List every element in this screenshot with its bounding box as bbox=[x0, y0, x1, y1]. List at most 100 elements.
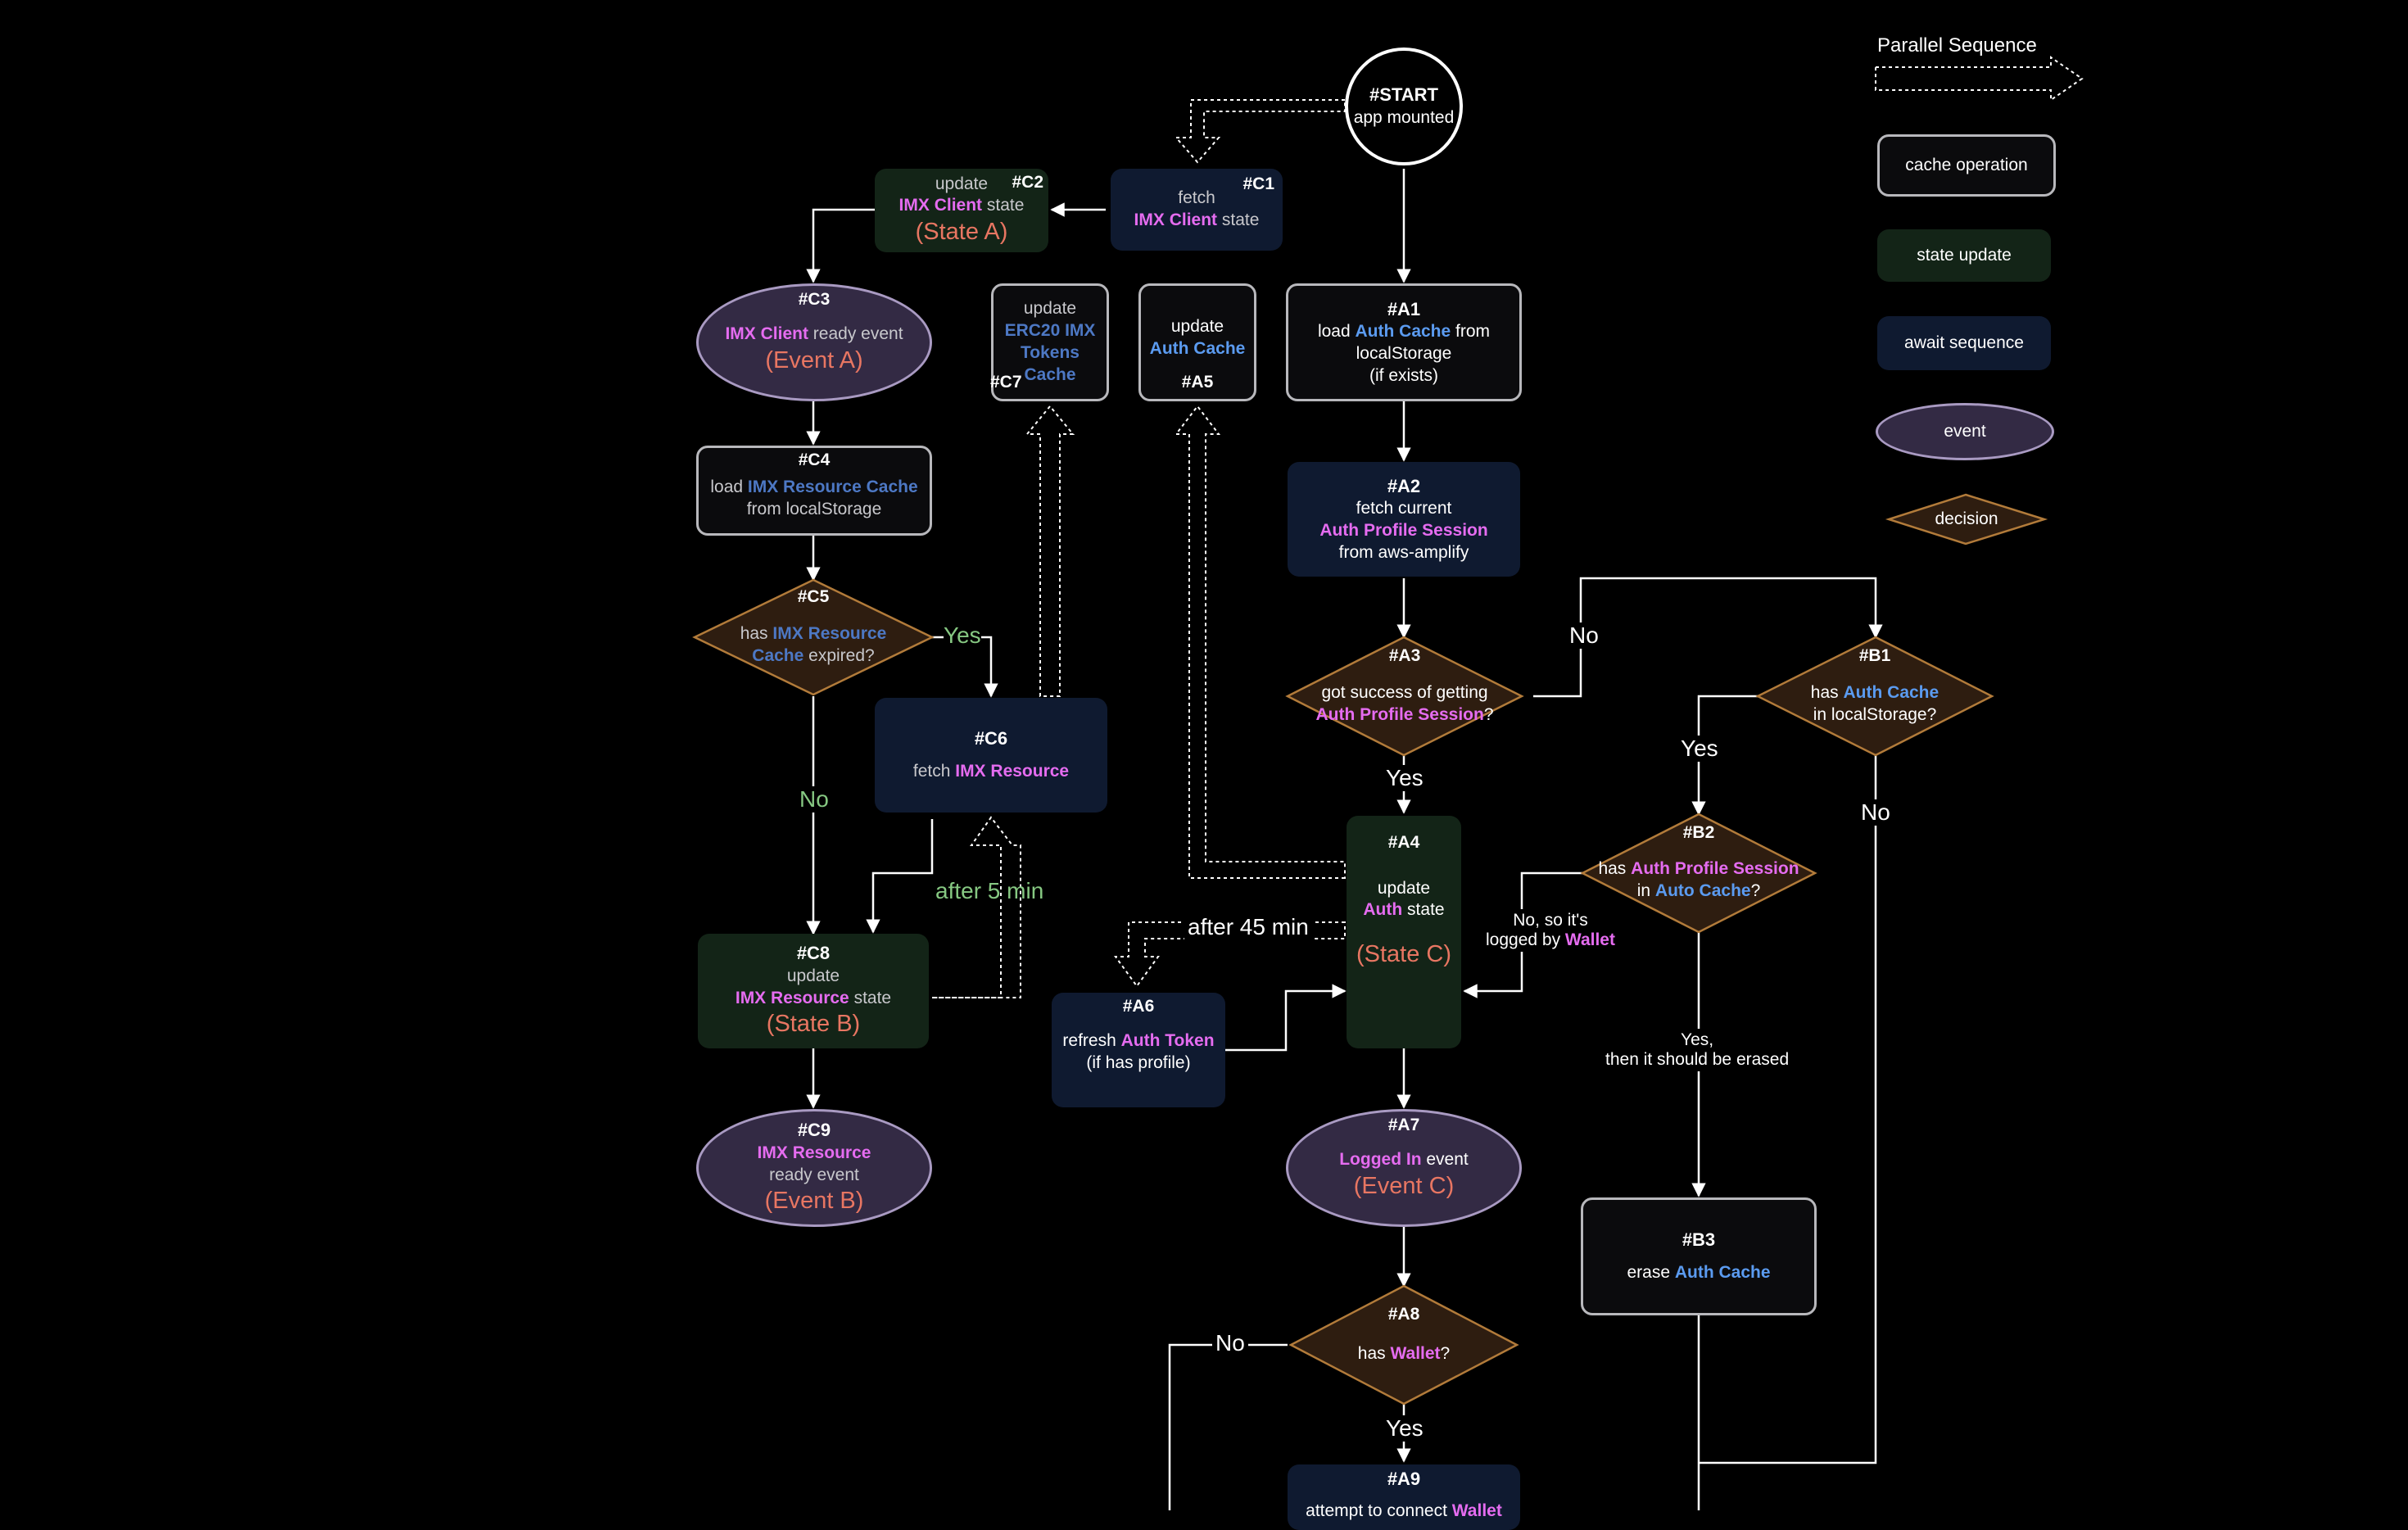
node-a3-id: #A3 bbox=[1388, 646, 1421, 665]
node-c2-line1: update bbox=[935, 174, 989, 193]
node-c3-l1b: ready event bbox=[808, 324, 903, 343]
legend-state-update-label: state update bbox=[1917, 245, 2012, 265]
node-b2-l1b: Auth Profile Session bbox=[1631, 859, 1799, 879]
node-c4: #C4 load IMX Resource Cache from localSt… bbox=[696, 446, 932, 536]
c5-diamond bbox=[692, 578, 935, 696]
node-c7-id: #C7 bbox=[990, 373, 1022, 392]
node-b1-id: #B1 bbox=[1858, 646, 1891, 665]
node-a6-id: #A6 bbox=[1122, 997, 1155, 1016]
node-a6-l1a: refresh bbox=[1062, 1031, 1121, 1051]
node-c1: #C1 fetch IMX Client state bbox=[1111, 169, 1283, 251]
node-b1-line2: in localStorage? bbox=[1813, 705, 1937, 724]
node-c8: #C8 update IMX Resource state (State B) bbox=[698, 934, 929, 1048]
node-c1-id: #C1 bbox=[1242, 174, 1274, 193]
node-c4-l1b: IMX Resource Cache bbox=[747, 478, 918, 497]
node-b2-l2c: ? bbox=[1750, 881, 1761, 900]
edge-label-after-5: after 5 min bbox=[935, 878, 1044, 903]
node-a3-l2b: ? bbox=[1483, 705, 1494, 724]
node-a5-line1: update bbox=[1170, 317, 1224, 337]
node-a4: #A4 update Auth state (State C) bbox=[1347, 816, 1461, 1048]
legend-await-sequence: await sequence bbox=[1877, 316, 2051, 370]
node-a2-id: #A2 bbox=[1387, 475, 1421, 496]
edge-label-b2-yes-line1: Yes, bbox=[1681, 1030, 1714, 1049]
node-c8-l2b: state bbox=[849, 988, 892, 1007]
node-a7-id: #A7 bbox=[1387, 1116, 1420, 1134]
node-c5-id: #C5 bbox=[797, 587, 830, 606]
node-c9-event: (Event B) bbox=[764, 1188, 864, 1215]
legend-parallel-label: Parallel Sequence bbox=[1877, 34, 2037, 57]
node-a9-id: #A9 bbox=[1387, 1469, 1421, 1489]
node-c7-line1: update bbox=[1023, 299, 1077, 319]
node-c2-l2a: IMX Client bbox=[898, 196, 983, 215]
node-c4-line2: from localStorage bbox=[746, 500, 882, 518]
node-b1-l1a: has bbox=[1810, 683, 1844, 703]
node-a8: #A8 has Wallet? bbox=[1291, 1286, 1517, 1404]
node-c7: update ERC20 IMX Tokens Cache #C7 bbox=[990, 283, 1109, 401]
node-c1-l2a: IMX Client bbox=[1134, 210, 1218, 229]
edge-label-a8-yes: Yes bbox=[1386, 1415, 1424, 1442]
node-a2-line2: Auth Profile Session bbox=[1319, 520, 1488, 540]
node-a7-l1b: event bbox=[1421, 1150, 1469, 1169]
node-c6-id: #C6 bbox=[974, 728, 1008, 749]
node-c3-event: (Event A) bbox=[765, 346, 863, 373]
node-c6-l1b: IMX Resource bbox=[955, 761, 1070, 781]
node-c9-id: #C9 bbox=[797, 1120, 831, 1141]
node-c1-line1: fetch bbox=[1178, 188, 1215, 208]
node-b2-id: #B2 bbox=[1682, 823, 1715, 842]
node-c2-l2b: state bbox=[982, 196, 1025, 215]
node-c8-line1: update bbox=[786, 966, 840, 985]
node-c9-line2: ready event bbox=[769, 1165, 859, 1184]
legend-await-sequence-label: await sequence bbox=[1904, 333, 2024, 352]
node-c5-l2b: expired? bbox=[803, 646, 875, 665]
b2-diamond bbox=[1580, 813, 1817, 934]
node-a7: #A7 Logged In event (Event C) bbox=[1286, 1109, 1522, 1227]
legend-decision: decision bbox=[1889, 503, 2044, 536]
edge-label-b1-yes: Yes bbox=[1681, 736, 1718, 762]
edge-label-b2-no-l2b: Wallet bbox=[1564, 930, 1615, 949]
node-a4-line1: update bbox=[1377, 878, 1431, 898]
node-a6-l1b: Auth Token bbox=[1120, 1031, 1215, 1051]
node-a3-line1: got success of getting bbox=[1321, 683, 1488, 703]
start-text: app mounted bbox=[1353, 107, 1455, 127]
node-a8-l1c: ? bbox=[1440, 1343, 1451, 1363]
node-b1: #B1 has Auth Cache in localStorage? bbox=[1758, 639, 1992, 754]
node-c7-line2: ERC20 IMX bbox=[1004, 321, 1096, 341]
b1-diamond bbox=[1755, 636, 1994, 757]
node-c4-id: #C4 bbox=[798, 450, 831, 469]
a3-diamond bbox=[1285, 636, 1524, 757]
node-a1-line2: localStorage bbox=[1356, 343, 1452, 363]
edge-label-b2-no-l2a: logged by bbox=[1486, 930, 1565, 949]
node-b3-l1b: Auth Cache bbox=[1674, 1262, 1771, 1282]
node-a4-l2b: state bbox=[1402, 900, 1445, 920]
node-a2: #A2 fetch current Auth Profile Session f… bbox=[1288, 462, 1520, 577]
edge-label-b1-no: No bbox=[1861, 799, 1890, 826]
node-a4-l2a: Auth bbox=[1363, 900, 1403, 920]
node-a1-l1a: load bbox=[1317, 321, 1356, 341]
edge-label-b2-no: No, so it's logged by Wallet bbox=[1484, 909, 1617, 952]
node-c2: #C2 update IMX Client state (State A) bbox=[875, 169, 1048, 252]
node-b2-l2a: in bbox=[1636, 881, 1655, 900]
node-a9-l1a: attempt to connect bbox=[1306, 1501, 1452, 1521]
node-b1-l1b: Auth Cache bbox=[1843, 683, 1940, 703]
edge-label-b2-yes-line2: then it should be erased bbox=[1605, 1050, 1790, 1069]
node-a7-l1a: Logged In bbox=[1339, 1150, 1422, 1169]
start-node: #START app mounted bbox=[1345, 48, 1463, 165]
node-b3-id: #B3 bbox=[1682, 1229, 1716, 1251]
legend-cache-operation: cache operation bbox=[1877, 134, 2056, 197]
node-b2: #B2 has Auth Profile Session in Auto Cac… bbox=[1582, 816, 1815, 930]
edge-label-after-45: after 45 min bbox=[1184, 914, 1312, 940]
node-a8-l1a: has bbox=[1357, 1343, 1391, 1363]
node-c5-l2a: Cache bbox=[752, 646, 804, 665]
node-a8-id: #A8 bbox=[1387, 1305, 1420, 1324]
edge-label-c5-no: No bbox=[799, 786, 829, 813]
node-c3-id: #C3 bbox=[798, 290, 831, 309]
node-a2-line3: from aws-amplify bbox=[1338, 542, 1469, 562]
legend-state-update: state update bbox=[1877, 229, 2051, 282]
node-c5-l1a: has bbox=[740, 624, 773, 644]
node-a3-l2a: Auth Profile Session bbox=[1315, 705, 1484, 724]
node-c5-l1b: IMX Resource bbox=[772, 624, 887, 644]
node-a5-id: #A5 bbox=[1181, 373, 1214, 392]
node-a9: #A9 attempt to connect Wallet bbox=[1288, 1464, 1520, 1530]
node-c6: #C6 fetch IMX Resource bbox=[875, 698, 1107, 813]
node-c9-line1: IMX Resource bbox=[757, 1143, 871, 1162]
